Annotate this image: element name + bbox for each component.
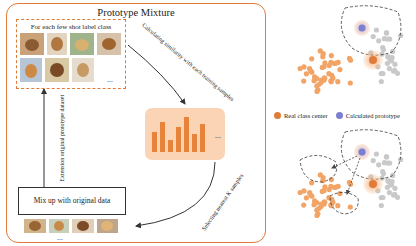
scatter-point [379,79,384,84]
scatter-point [312,78,317,83]
scatter-point [320,65,325,70]
scatter-point [312,202,317,207]
scatter-point [384,30,389,35]
scatter-point [329,73,334,78]
legend-text: Calculated prototype [346,112,400,119]
scatter-point [335,203,340,208]
selected-photos [24,219,118,233]
panel: Prototype MixtureFor each few shot label… [6,3,266,243]
scatter-point [314,208,319,213]
scatter-point [321,202,326,207]
ellipsis: ... [107,76,113,85]
scatter-point [376,162,381,167]
scatter-point [321,51,326,56]
scatter-point [309,180,314,185]
scatter-point [384,154,389,159]
scatter-point [392,62,397,67]
scatter-point [348,80,353,85]
scatter-point [314,213,319,218]
scatter-point [379,203,384,208]
scatter-point [321,175,326,180]
scatter-point [381,47,386,52]
legend-text: Real class center [284,112,328,119]
scatter-point [337,67,342,72]
similarity-bar-chart [145,108,225,160]
arrow-label: Calculating similarity with each trainin… [141,21,235,102]
scatter-points [298,27,404,218]
edge-label: Extension original prototype dataset [59,94,66,182]
arrow-label: Selecting nearest K samples [200,172,244,231]
scatter-point [314,84,319,89]
node-text: For each few shot label class [31,23,112,31]
scatter-point [301,203,306,208]
scatter-point [374,151,379,156]
scatter-point [387,66,392,71]
scatter-point [385,178,390,183]
scatter-point [385,54,390,59]
scatter-point [332,185,337,190]
legend-item: Real class center [274,112,328,119]
scatter-point [314,89,319,94]
ellipsis: ... [215,132,221,141]
scatter-point [335,79,340,84]
scatter-annotations-bottom [300,130,401,214]
scatter-point [298,66,303,71]
scatter-point [371,158,376,163]
scatter-point [329,53,334,58]
scatter-point [309,70,314,75]
panel-title: Prototype Mixture [97,7,174,19]
scatter-point [371,34,376,39]
legend: Real class center Calculated prototype [274,112,400,119]
connector-arrow [44,89,45,187]
scatter-point [384,154,389,159]
scatter-annotations-top [341,6,401,70]
scatter-point [387,161,392,166]
scatter-point [327,63,332,68]
scatter-point [298,190,303,195]
legend-item: Calculated prototype [336,112,400,119]
scatter-point [348,204,353,209]
scatter-point [392,186,397,191]
scatter-point [309,194,314,199]
scatter-point [348,182,353,187]
scatter-point [329,79,334,84]
scatter-point [304,195,309,200]
scatter-point [337,191,342,196]
scatter-point [374,27,379,32]
scatter-point [309,56,314,61]
scatter-point [348,58,353,63]
scatter-point [387,190,392,195]
scatter-point [384,30,389,35]
scatter-point [301,79,306,84]
dog-photos [20,33,121,82]
scatter-point [380,71,385,76]
selection-arrow [136,162,215,226]
scatter-point [376,38,381,43]
process-box: Mix up with original data [18,187,126,215]
scatter-point [304,71,309,76]
scatter-point [328,78,333,83]
ellipsis: ... [57,234,63,243]
legend-swatch [274,112,281,119]
scatter-point [381,171,386,176]
scatter-point [327,187,332,192]
scatter-point [321,78,326,83]
legend-swatch [336,112,343,119]
scatter-point [380,195,385,200]
scatter-point [332,61,337,66]
scatter-point [387,37,392,42]
node-text: Mix up with original data [34,197,111,206]
scatter-point [320,189,325,194]
